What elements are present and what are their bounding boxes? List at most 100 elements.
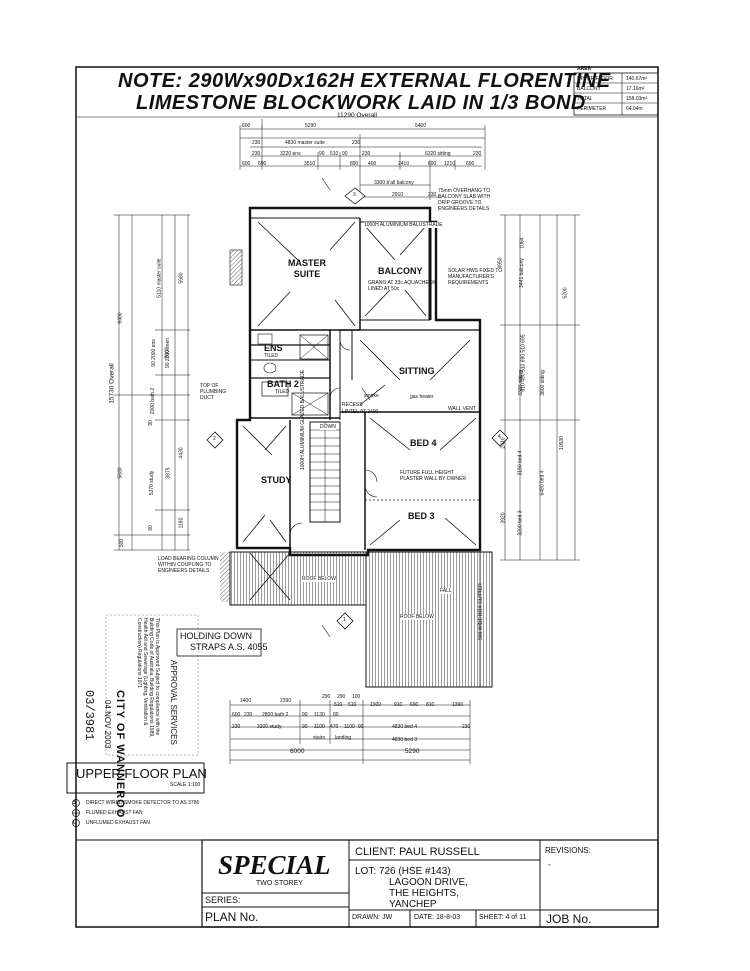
section-marker-1: 1 [343,617,346,623]
dim-bottom: 1100 [344,724,355,730]
room-bed3: BED 3 [408,511,435,521]
room-sitting: SITTING [399,366,435,376]
dim-top: 690 [428,161,437,167]
dim-top: 1210 [444,161,456,167]
dim-top: 3300 b'all balcony [374,180,414,186]
dim-left: 90 [147,420,154,426]
dim-top: 4830 master suite [285,140,325,146]
dim-left: 5580 [178,272,185,284]
dim-bottom: 1130 [314,712,325,718]
plan-scale: SCALE 1:100 [170,782,201,788]
left-dimensions [114,214,190,551]
dim-bottom: 690 [410,702,419,708]
dim-bottom: 90 [358,724,364,730]
job-no-label: JOB No. [546,912,592,926]
drawn-by: DRAWN: JW [352,914,393,921]
title-block-grid [76,839,659,928]
dim-bottom: 100 [352,694,361,700]
annotation-smoke: smoke [364,393,379,399]
dim-bottom-landing: landing [335,735,352,741]
note-line-1: NOTE: 290Wx90Dx162H EXTERNAL FLORENTINE [118,70,611,92]
legend-symbols [72,799,80,827]
annotation-gas: gas heater [410,394,434,400]
annotation-wall-vent: WALL VENT [448,406,476,412]
legend-unflumed-fan: UNFLUMED EXHAUST FAN [86,820,150,826]
drawing-date: DATE: 18-8-03 [414,914,461,921]
dim-top: 3510 [304,161,316,167]
annotation-future-wall: FUTURE FULL HEIGHT PLASTER WALL BY OWNER [400,470,466,482]
stair-down: DOWN [320,424,336,430]
address-line-1: LAGOON DRIVE, [389,877,468,888]
dim-bottom: 4830 bed 4 [392,724,418,730]
dim-bottom: 1400 [240,698,252,704]
dim-top: 510 [330,151,339,157]
dim-top: 3220 ens [280,151,301,157]
dim-left: 5830 [117,467,124,479]
dim-right: 4950 [497,257,504,269]
dim-right: 3320 sitting [517,370,524,396]
dim-bottom: 4830 bed 3 [392,737,418,743]
room-study: STUDY [261,475,292,485]
dim-bottom-stairs: stairs [313,735,325,741]
dim-left: 90 2000 ens [150,339,157,367]
area-row-label: PERIMETER [577,106,607,112]
dim-top: 600 [242,123,251,129]
area-heading: AREA [577,66,592,72]
dim-left: 5110 master suite [156,258,163,298]
annotation-overhang: 75mm OVERHANG TO BALCONY SLAB WITH DRIP … [438,188,491,212]
room-master-suite: MASTER SUITE [288,258,326,279]
room-bath-tiled: TILED [275,389,290,395]
legend-flumed-fan: FLUMED EXHAUST FAN [86,810,143,816]
area-row-label: TOTAL [577,96,593,102]
plan-title: UPPER FLOOR PLAN [76,766,207,781]
dim-bottom: 290 [337,694,346,700]
stamp-text: This Plan is Approved Subject to complia… [136,618,160,738]
roof-below-left [229,551,367,606]
dim-bottom: 230 [232,724,241,730]
dim-bottom: 810 [426,702,435,708]
dim-top: 2410 [398,161,410,167]
dim-bottom: 510 [348,702,357,708]
room-recess-note: LINTEL AT 2400 [342,409,379,415]
revisions-dash: - [548,860,551,869]
dim-bottom: 1100 [314,724,325,730]
dim-top: 400 [368,161,377,167]
roof-below-right-label: ROOF BELOW [400,614,434,620]
dim-top: 230 [252,151,261,157]
area-row-value: 158.03m² [626,96,648,102]
fall-label: FALL [440,588,452,594]
dim-top: 890 [350,161,359,167]
dim-left: 2000 [164,347,171,359]
room-bath: BATH 2 [267,379,299,389]
room-balcony: BALCONY [378,266,423,276]
stamp-number: 03/3981 [82,690,96,741]
dim-top: 6320 sitting [425,151,451,157]
top-dimensions [239,119,486,200]
dim-bottom: 90 [302,724,308,730]
roof-below-left-label: ROOF BELOW [302,576,336,582]
area-row-label: UPPER FLOOR [577,76,613,82]
dim-top: 5400 [415,123,427,129]
annotation-bearing: LOAD BEARING COLUMN WITHIN COUPLING TO E… [158,556,219,574]
annotation-balustrade: 1000H ALUMINIUM BALUSTRADE [364,222,443,228]
area-row-label: BALCONY [577,86,601,92]
area-row-value: 140.67m² [626,76,648,82]
dim-bottom: 2800 bath 2 [262,712,289,718]
dim-left: 2000 bath 2 [150,387,157,415]
dim-left: 4430 [178,447,185,459]
dim-bottom: 600 [232,712,241,718]
dim-right: 2410 [500,437,507,449]
dim-left: 500 [119,538,126,548]
floor-plan-walls [235,206,482,557]
annotation-stair-balustrade: 1000H ALUMINIUM GLAZED BALUSTRADE [300,369,306,470]
stamp-city: CITY OF WANNEROO [114,690,126,819]
area-row-value: 64.04m [626,106,643,112]
stamp-date: 04 NOV 2003 [103,700,112,749]
legend-symbol: S [73,800,77,806]
section-marker-4: 4 [498,434,501,440]
dim-bottom: 230 [462,724,471,730]
dim-right: 3800 sitting [539,370,546,396]
dim-bottom: 80 [333,712,339,718]
dim-bottom: 1300 [370,702,382,708]
